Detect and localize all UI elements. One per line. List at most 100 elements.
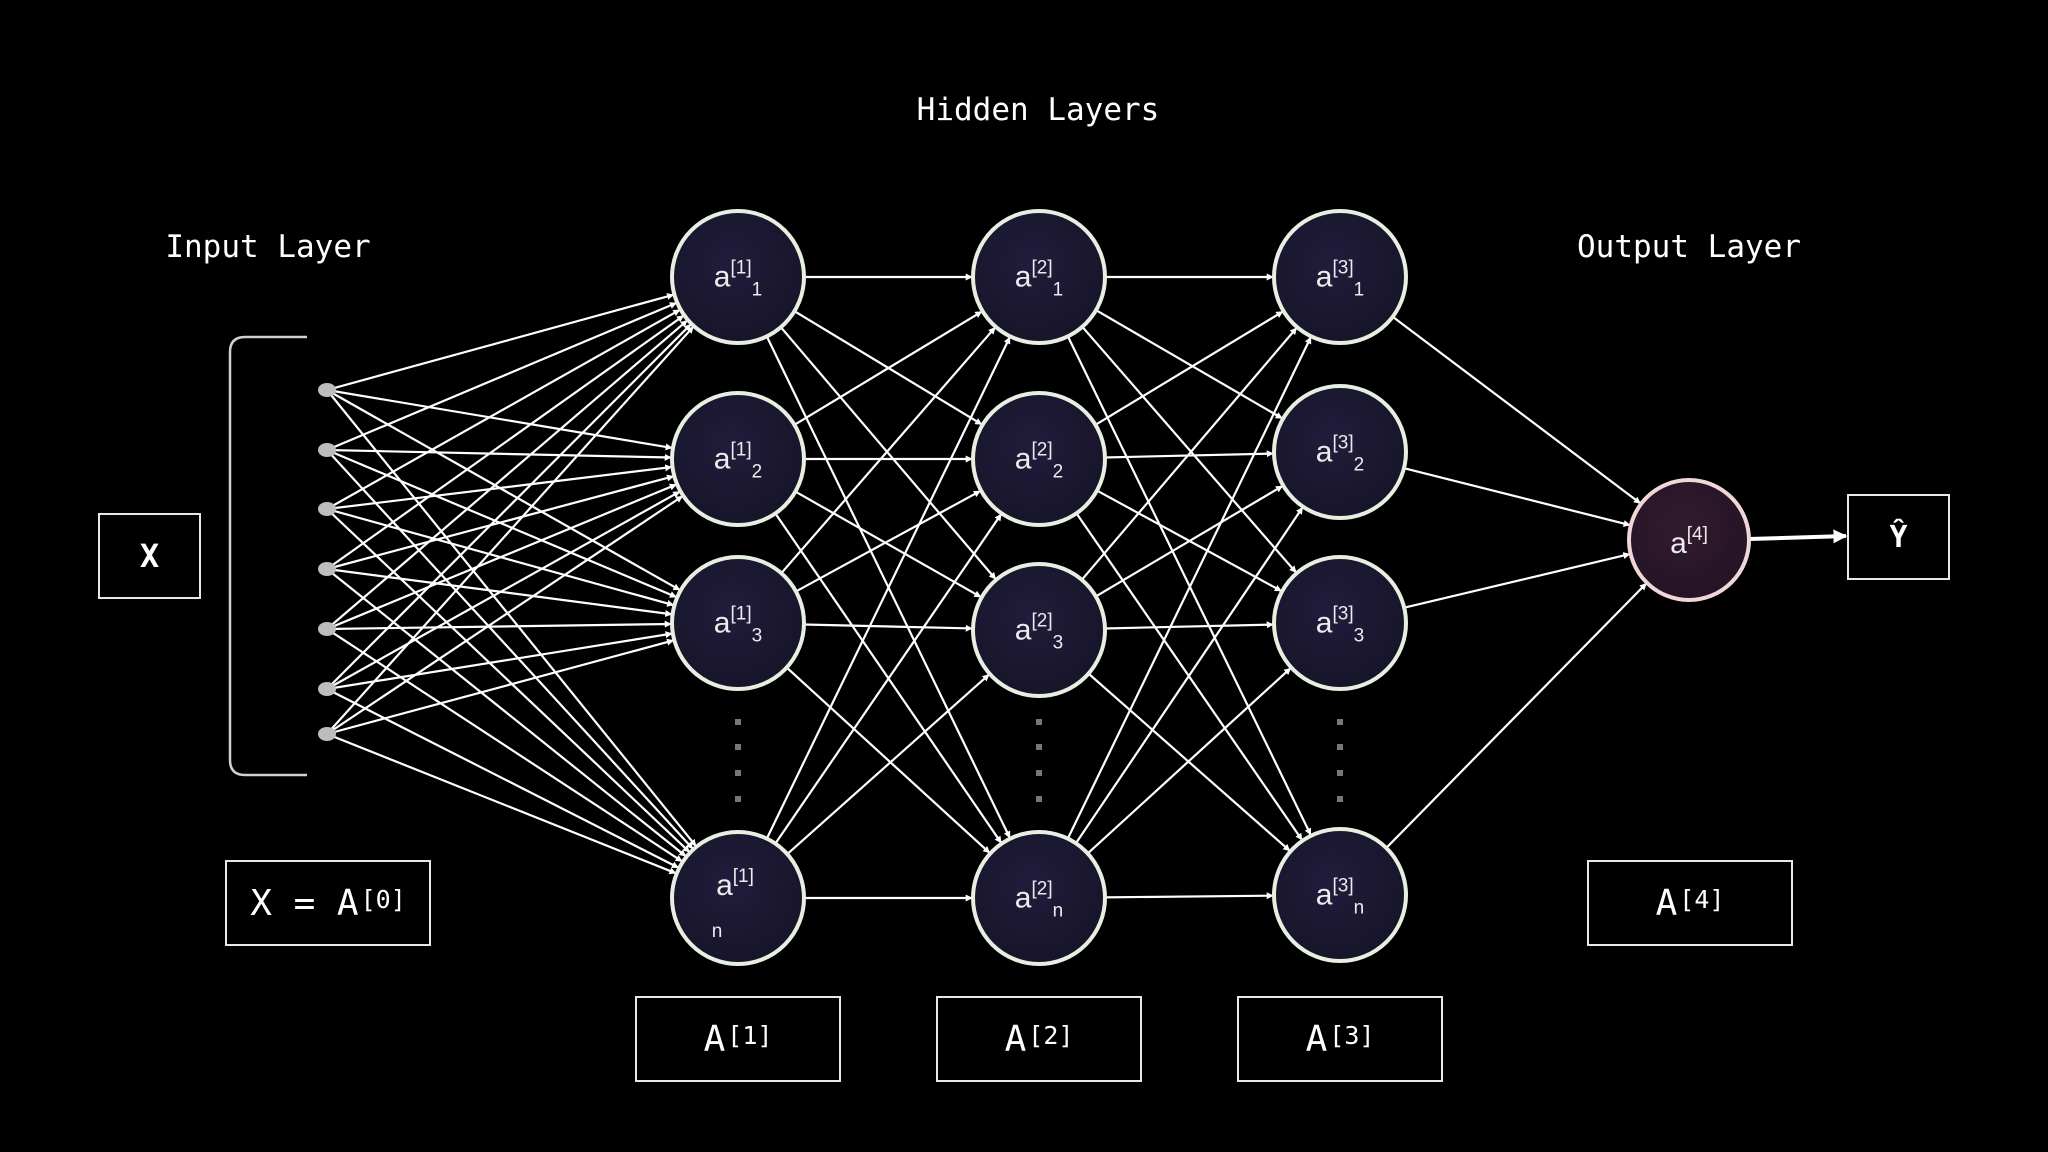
neuron-l3-1 [1272,209,1408,345]
edge-l2-1-to-l3-2 [1095,309,1283,420]
neuron-l3-2 [1272,384,1408,520]
layer-4-box-sup: [4] [1679,884,1725,914]
neuron-l3-3 [1272,555,1408,691]
ellipsis-dot-l3-3 [1337,770,1343,776]
edge-input-7-to-l1-4 [326,732,677,875]
edge-input-1-to-l1-4 [326,389,697,847]
edge-input-2-to-l1-2 [326,448,672,461]
neuron-l1-3 [670,555,806,691]
neuron-label-l1-2: a[1]2 [713,439,763,483]
neuron-label-l3-1: a[3]1 [1315,257,1365,301]
output-yhat-label: Ŷ [1889,519,1908,555]
edge-input-6-to-l1-2 [326,490,681,690]
edge-input-4-to-l1-4 [326,568,687,857]
edge-l2-4-to-l3-4 [1104,892,1274,900]
edge-input-2-to-l1-1 [326,301,677,452]
input-formula-text: X = A [250,882,359,924]
edge-l1-3-to-l2-2 [795,490,981,593]
edge-l3-3-to-output [1403,552,1631,609]
neuron-l2-n [971,830,1107,966]
input-node-1 [318,383,336,397]
input-node-6 [318,682,336,696]
edge-l2-3-to-l3-2 [1095,485,1283,598]
edge-input-5-to-l1-2 [326,483,677,631]
layer-2-box-sup: [2] [1028,1020,1074,1050]
edge-l3-4-to-output [1385,582,1648,849]
edge-l2-4-to-l3-3 [1086,667,1292,855]
neuron-label-l3-3: a[3]3 [1315,603,1365,647]
edge-input-7-to-l1-1 [326,326,695,735]
output-neuron-label: a[4] [1670,524,1708,560]
edge-l1-4-to-l2-2 [774,513,1003,845]
neuron-l1-1 [670,209,806,345]
edge-l1-4-to-l2-3 [786,673,990,855]
layer-3-box-text: A [1305,1018,1328,1060]
output-yhat-box: Ŷ [1847,494,1950,580]
input-node-5 [318,622,336,636]
ellipsis-dot-l3-2 [1337,744,1343,750]
edge-input-3-to-l1-2 [326,464,673,511]
edge-input-2-to-l1-3 [326,448,677,599]
input-x-box: X [98,513,201,599]
edge-l2-3-to-l3-1 [1080,327,1298,581]
neuron-label-l2-n: a[2]n [1014,878,1064,922]
neuron-l3-n [1272,827,1408,963]
edge-input-7-to-l1-2 [326,495,683,735]
input-node-7 [318,727,336,741]
edge-l2-4-to-l3-1 [1066,336,1312,840]
neuron-sub-l1-n: n [711,921,723,942]
edge-l3-2-to-output [1403,467,1631,527]
edge-l1-2-to-l2-1 [793,310,983,426]
input-formula-sup: [0] [360,884,406,914]
edge-input-6-to-l1-4 [326,688,679,869]
neuron-l2-1 [971,209,1107,345]
ellipsis-dot-l2-3 [1036,770,1042,776]
edge-input-5-to-l1-1 [326,319,688,630]
edge-l2-4-to-l3-2 [1075,506,1304,844]
ellipsis-dot-l1-3 [735,770,741,776]
input-node-3 [318,502,336,516]
layer-3-box: A[3] [1237,996,1443,1082]
ellipsis-dots [735,719,1343,802]
layer-4-box: A[4] [1587,860,1793,946]
edge-input-1-to-l1-3 [326,389,681,591]
ellipsis-dot-l1-4 [735,796,741,802]
layer-2-box: A[2] [936,996,1142,1082]
input-node-4 [318,562,336,576]
neuron-l2-3 [971,562,1107,698]
output-arrow [1748,529,1848,544]
ellipsis-dot-l1-1 [735,719,741,725]
neurons [670,209,1751,966]
output-layer-title: Output Layer [1577,229,1801,265]
edge-input-4-to-l1-1 [326,314,685,570]
ellipsis-dot-l2-2 [1036,744,1042,750]
edge-l1-2-to-l2-3 [794,490,982,598]
neuron-l1-2 [670,391,806,527]
edge-input-2-to-l1-4 [326,449,694,850]
edge-l1-4-to-l2-1 [765,336,1011,840]
edge-input-6-to-l1-3 [326,631,673,691]
edge-l1-3-to-l2-1 [780,326,996,574]
edge-l2-2-to-l3-1 [1094,310,1284,426]
edge-l2-3-to-l3-3 [1104,621,1274,630]
layer-2-box-text: A [1004,1018,1027,1060]
neuron-label-l3-2: a[3]2 [1315,432,1365,476]
neuron-label-l2-2: a[2]2 [1014,439,1064,483]
edge-l1-1-to-l2-3 [779,326,997,580]
neuron-l2-2 [971,391,1107,527]
output-neuron [1627,478,1751,602]
edge-input-1-to-l1-1 [326,293,675,392]
input-x-label: X [139,537,160,575]
input-formula-box: X = A[0] [225,860,431,946]
edge-l3-1-to-output [1392,315,1641,505]
input-bracket [228,335,307,777]
layer-4-box-text: A [1655,882,1678,924]
ellipsis-dot-l3-1 [1337,719,1343,725]
input-layer-title: Input Layer [165,229,371,265]
neuron-label-l1-1: a[1]1 [713,257,763,301]
edge-input-3-to-l1-4 [326,508,691,853]
neuron-label-l1-n: a[1] [716,866,754,902]
neuron-label-l1-3: a[1]3 [713,603,763,647]
ellipsis-dot-l1-2 [735,744,741,750]
layer-1-box: A[1] [635,996,841,1082]
